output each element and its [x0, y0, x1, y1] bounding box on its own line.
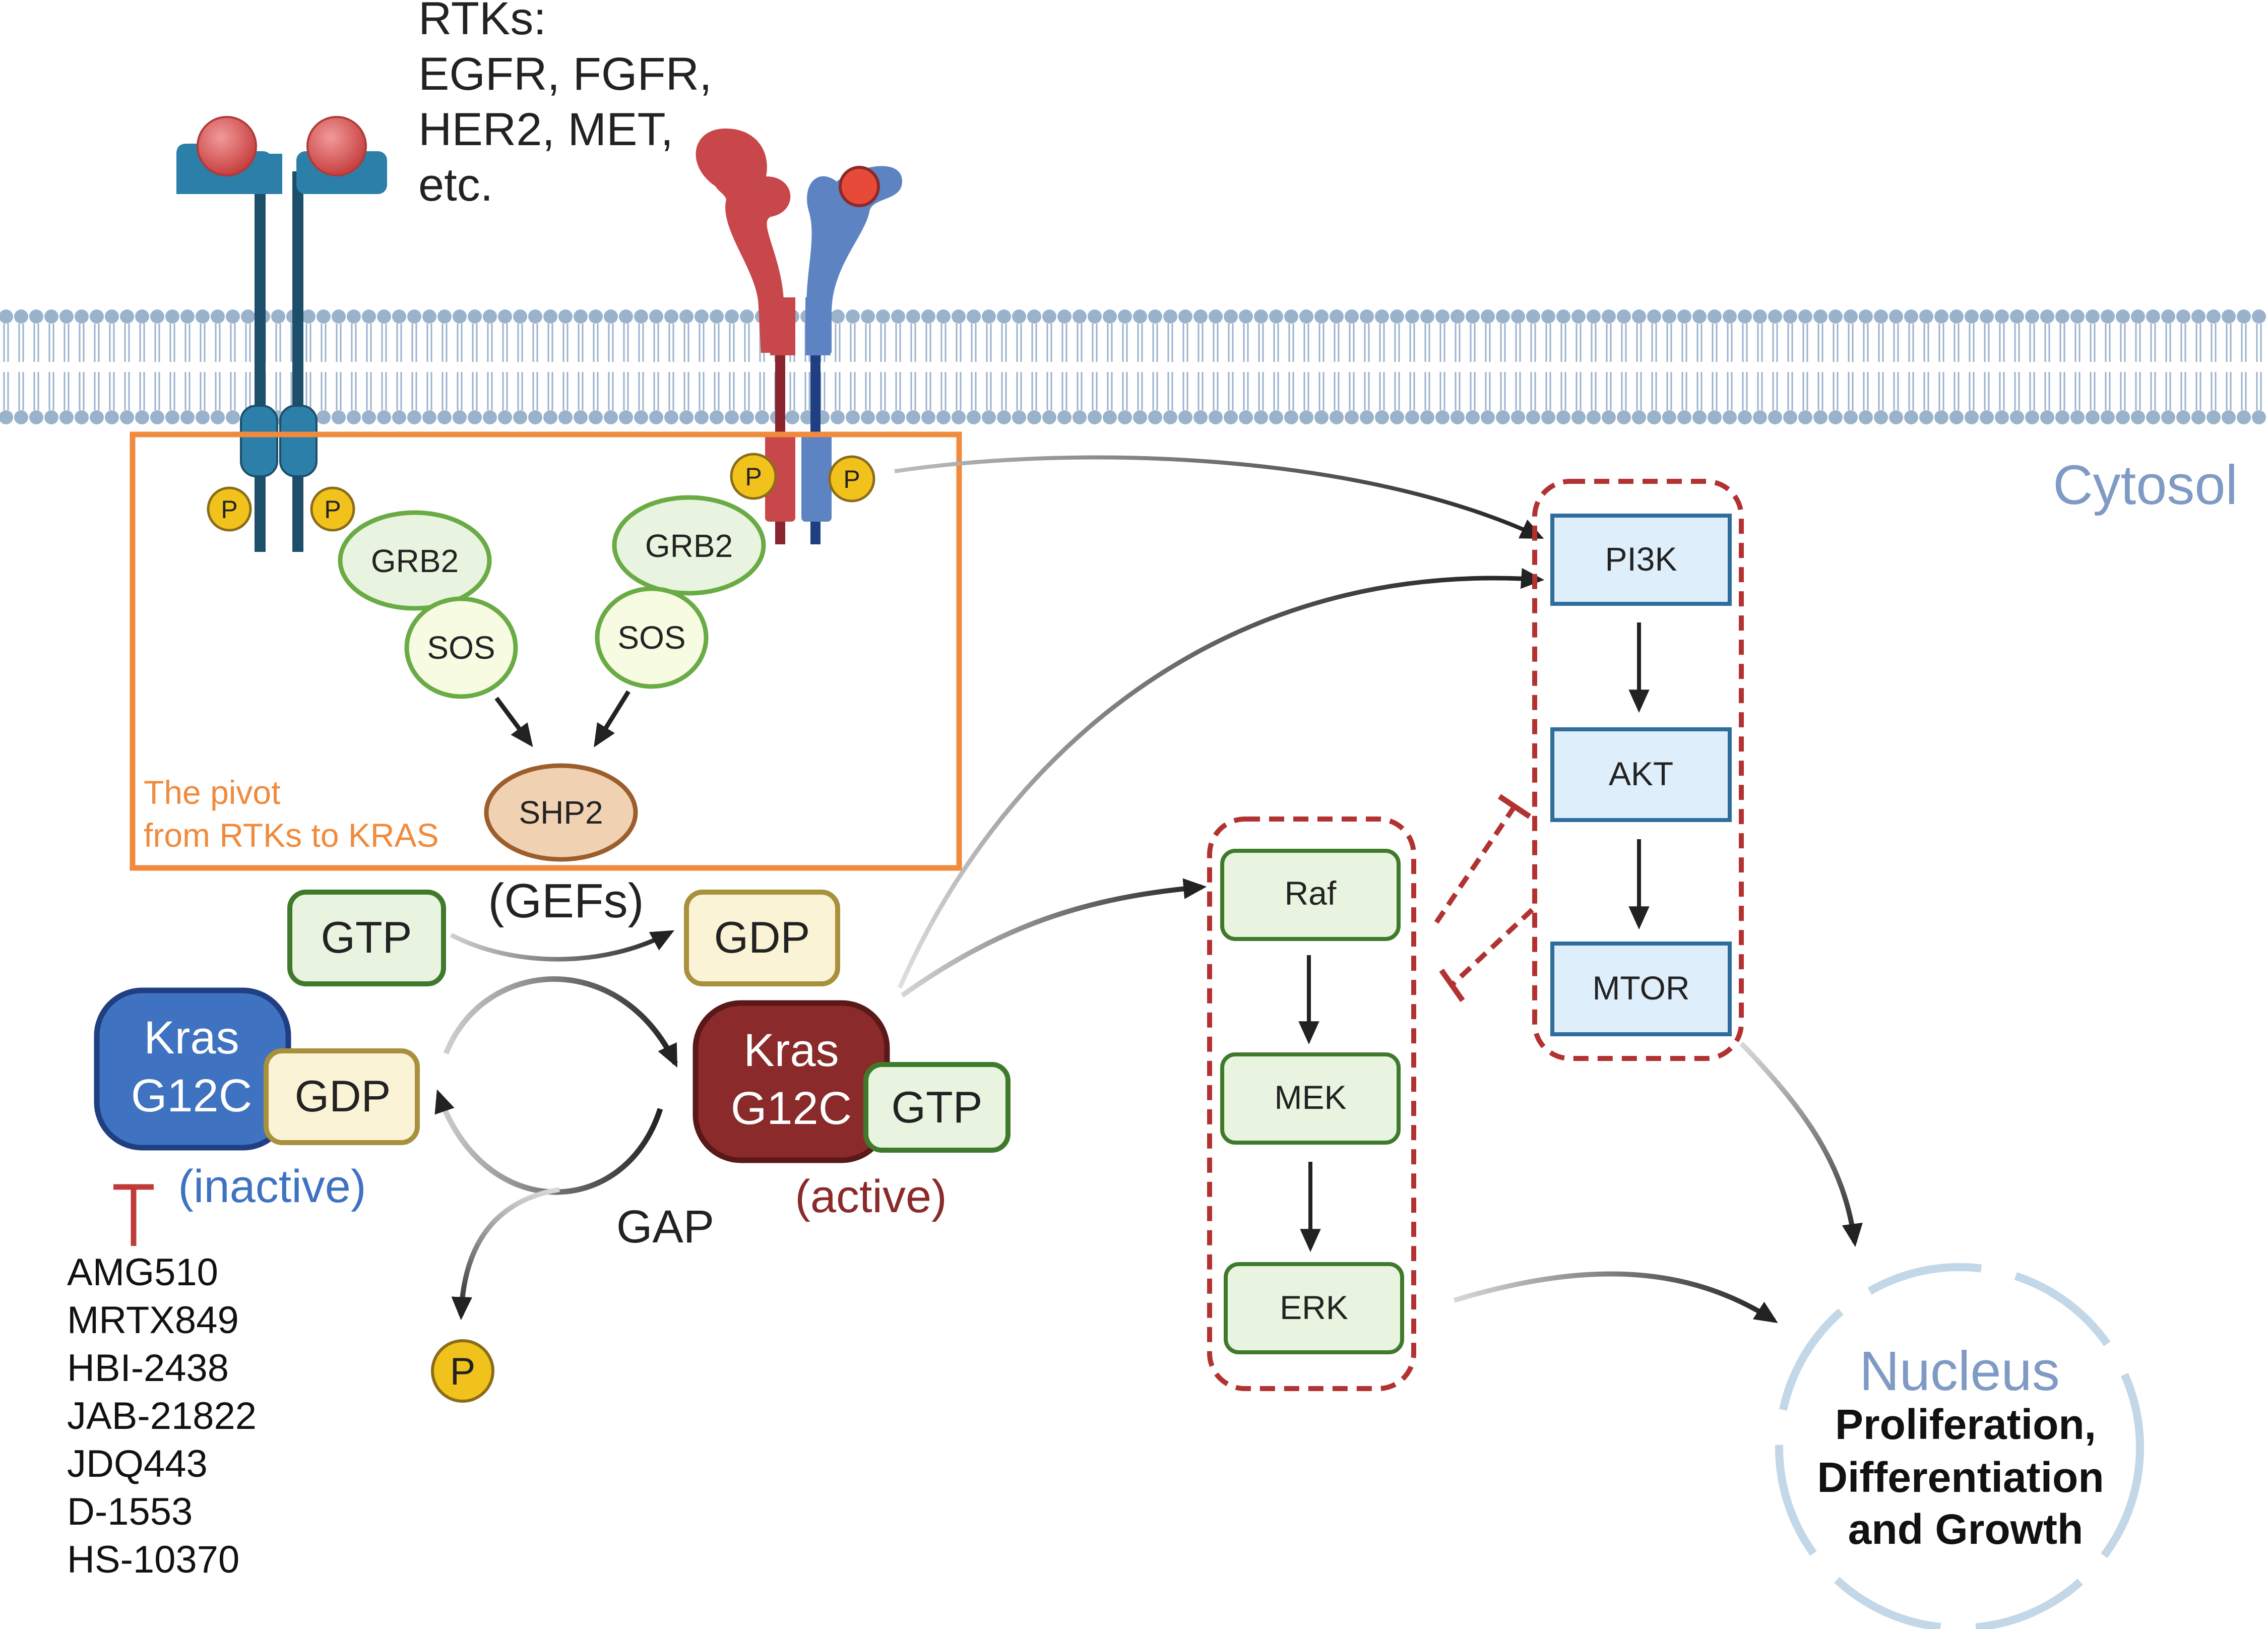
phospho-badge: P	[207, 486, 252, 532]
svg-text:GRB2: GRB2	[371, 543, 459, 579]
gap-label: GAP	[616, 1201, 714, 1252]
arrow-activation-arc	[443, 976, 678, 1068]
svg-text:from RTKs to KRAS: from RTKs to KRAS	[144, 817, 439, 854]
svg-text:PI3K: PI3K	[1605, 540, 1677, 578]
arrow-inactivation-arc	[434, 1089, 663, 1195]
gdp-top: GDP	[684, 890, 840, 986]
phosphate-released: P	[431, 1339, 494, 1403]
rtk-receptor-right: P P	[696, 129, 902, 544]
arrow-mtor-to-nucleus	[1739, 1041, 1863, 1247]
svg-text:ERK: ERK	[1280, 1289, 1348, 1326]
svg-text:P: P	[221, 495, 237, 524]
gdp-bound: GDP	[264, 1048, 420, 1145]
arrow-rtk-to-pi3k	[894, 455, 1544, 539]
inhibitor-name: HS-10370	[67, 1538, 239, 1581]
phospho-badge: P	[310, 486, 355, 532]
cell-membrane	[0, 309, 2266, 424]
kras-inactive: Kras G12C	[94, 987, 291, 1151]
raf-node: Raf	[1220, 849, 1401, 941]
outcome-line: Proliferation,	[1835, 1401, 2096, 1448]
svg-text:P: P	[745, 463, 762, 491]
arrow-erk-to-nucleus	[1453, 1271, 1778, 1323]
crosstalk-inhibition	[1434, 794, 1534, 1003]
svg-text:SOS: SOS	[617, 619, 685, 656]
nucleus: Nucleus Proliferation, Differentiation a…	[1775, 1263, 2144, 1629]
svg-text:GDP: GDP	[714, 912, 810, 962]
svg-text:P: P	[450, 1350, 476, 1393]
phospho-badge: P	[828, 455, 875, 503]
sos-right: SOS	[595, 586, 709, 689]
inhibitor-name: MRTX849	[67, 1299, 239, 1342]
arrow-kras-to-raf	[901, 878, 1207, 998]
pivot-label: The pivot from RTKs to KRAS	[144, 774, 439, 854]
inhibitor-name: AMG510	[67, 1251, 218, 1294]
svg-text:G12C: G12C	[731, 1083, 852, 1134]
svg-text:P: P	[843, 465, 860, 493]
svg-text:HER2, MET,: HER2, MET,	[418, 104, 673, 155]
nucleus-label: Nucleus	[1859, 1340, 2059, 1402]
arrow-gef-exchange	[450, 930, 675, 962]
svg-text:GRB2: GRB2	[645, 528, 733, 564]
svg-text:GTP: GTP	[321, 912, 412, 962]
rtk-receptor-left: P P	[176, 116, 387, 552]
gtp-bound: GTP	[863, 1062, 1011, 1153]
akt-node: AKT	[1550, 727, 1732, 822]
arrow-gap-phosphate	[451, 1187, 560, 1321]
erk-node: ERK	[1224, 1262, 1404, 1354]
active-label: (active)	[795, 1171, 947, 1222]
inhibition-bar	[113, 1184, 154, 1246]
ligand-right	[839, 166, 880, 207]
inhibitor-name: D-1553	[67, 1490, 193, 1533]
svg-text:SOS: SOS	[427, 630, 495, 666]
svg-text:AKT: AKT	[1609, 755, 1673, 792]
ligand-left-2	[306, 116, 367, 176]
grb2-right: GRB2	[612, 495, 766, 596]
sos-left: SOS	[404, 596, 518, 699]
inactive-label: (inactive)	[178, 1161, 366, 1212]
arrow-sos-to-shp2	[494, 697, 533, 747]
svg-text:etc.: etc.	[418, 159, 493, 211]
grb2-left: GRB2	[338, 510, 492, 611]
outcome-line: and Growth	[1848, 1506, 2084, 1553]
svg-text:RTKs:: RTKs:	[418, 0, 546, 44]
kras-active: Kras G12C	[692, 1000, 890, 1163]
svg-text:MEK: MEK	[1274, 1079, 1346, 1116]
pi3k-node: PI3K	[1550, 514, 1732, 606]
pivot-box	[130, 431, 962, 871]
svg-text:G12C: G12C	[131, 1070, 252, 1121]
cytosol-label: Cytosol	[2053, 454, 2238, 516]
svg-text:GDP: GDP	[295, 1071, 391, 1121]
shp2: SHP2	[484, 763, 638, 862]
arrow-kras-to-pi3k	[897, 568, 1545, 989]
pi3k-module	[1532, 479, 1744, 1061]
inhibitor-list: AMG510MRTX849HBI-2438JAB-21822JDQ443D-15…	[67, 1251, 257, 1581]
inhibitor-name: JDQ443	[67, 1443, 208, 1485]
mtor-node: MTOR	[1550, 942, 1732, 1036]
gtp-top: GTP	[287, 890, 446, 986]
rtk-label: RTKs: EGFR, FGFR, HER2, MET, etc.	[418, 0, 712, 211]
svg-text:The pivot: The pivot	[144, 774, 280, 811]
phospho-badge: P	[730, 453, 777, 500]
svg-text:Kras: Kras	[144, 1012, 239, 1063]
outcome-line: Differentiation	[1817, 1454, 2104, 1501]
svg-text:GTP: GTP	[892, 1082, 983, 1132]
svg-text:MTOR: MTOR	[1592, 969, 1689, 1007]
inhibitor-name: HBI-2438	[67, 1347, 229, 1390]
svg-text:Raf: Raf	[1285, 874, 1337, 912]
mapk-module	[1207, 817, 1416, 1391]
inhibitor-name: JAB-21822	[67, 1395, 257, 1437]
arrow-sos-to-shp2	[594, 690, 631, 747]
svg-text:Kras: Kras	[743, 1025, 839, 1076]
gefs-label: (GEFs)	[488, 874, 644, 928]
svg-text:P: P	[324, 495, 341, 524]
svg-text:SHP2: SHP2	[519, 794, 603, 831]
mek-node: MEK	[1220, 1052, 1401, 1145]
ligand-left-1	[197, 116, 257, 176]
svg-text:EGFR, FGFR,: EGFR, FGFR,	[418, 48, 712, 100]
